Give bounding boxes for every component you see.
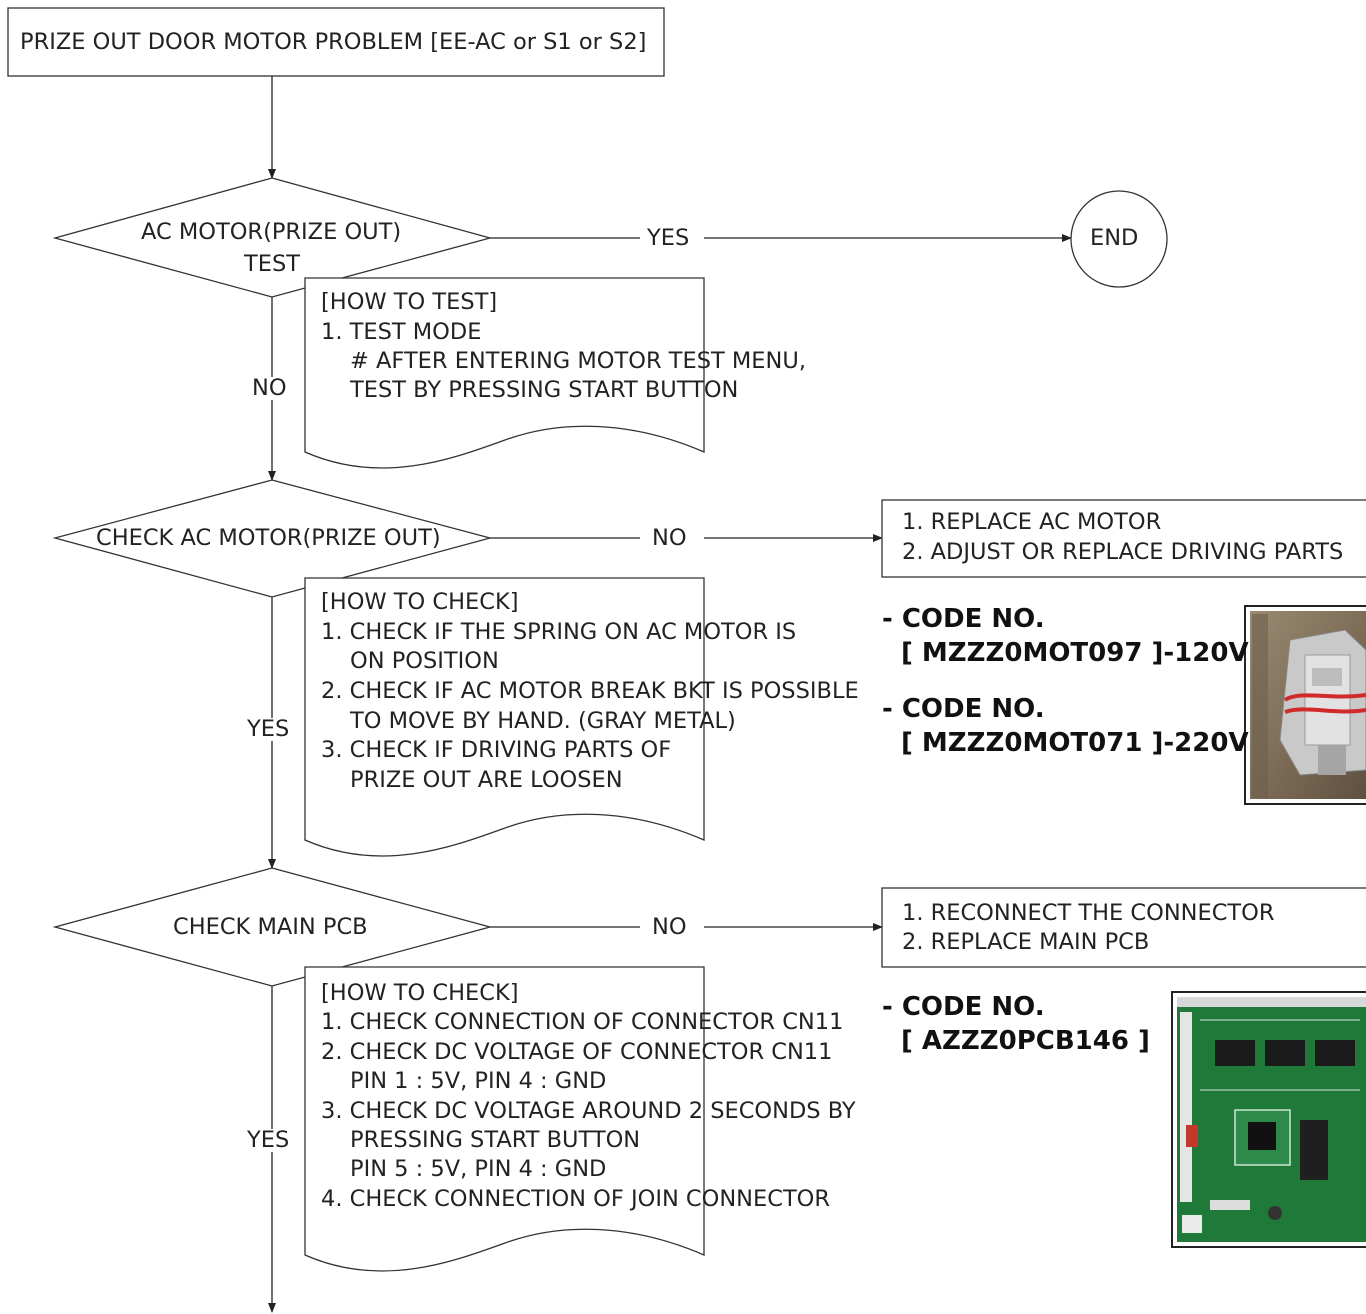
note-how-to-check-motor (304, 577, 705, 857)
note3-line: 3. CHECK DC VOLTAGE AROUND 2 SECONDS BY (321, 1098, 856, 1124)
action1-line: 1. REPLACE AC MOTOR (902, 509, 1162, 535)
decision1-label-line1: AC MOTOR(PRIZE OUT) (141, 219, 402, 245)
ac-motor-photo (1244, 605, 1366, 805)
note-how-to-check-pcb (304, 966, 705, 1272)
pcb-code-value: [ AZZZ0PCB146 ] (901, 1026, 1150, 1056)
pcb-code-head: - CODE NO. (882, 992, 1045, 1022)
note1-line: TEST BY PRESSING START BUTTON (350, 377, 739, 403)
motor-code-value: [ MZZZ0MOT071 ]-220V (901, 728, 1249, 758)
decision-ac-motor-test (52, 177, 493, 298)
note2-line: 1. CHECK IF THE SPRING ON AC MOTOR IS (321, 619, 797, 645)
end-terminator (1070, 190, 1168, 288)
note3-line: 4. CHECK CONNECTION OF JOIN CONNECTOR (321, 1186, 831, 1212)
note2-line: 2. CHECK IF AC MOTOR BREAK BKT IS POSSIB… (321, 678, 859, 704)
decision1-label-line2: TEST (244, 251, 300, 277)
decision3-no-label: NO (652, 914, 687, 940)
note2-line: ON POSITION (350, 648, 499, 674)
motor-code-value: [ MZZZ0MOT097 ]-120V (901, 638, 1249, 668)
decision2-label: CHECK AC MOTOR(PRIZE OUT) (96, 525, 441, 551)
decision2-yes-label: YES (247, 716, 290, 742)
note3-line: 2. CHECK DC VOLTAGE OF CONNECTOR CN11 (321, 1039, 833, 1065)
note2-line: PRIZE OUT ARE LOOSEN (350, 767, 623, 793)
action-box-motor (881, 499, 1366, 578)
decision1-no-label: NO (252, 375, 287, 401)
note1-line: [HOW TO TEST] (321, 289, 498, 315)
action-box-pcb (881, 887, 1366, 968)
action2-line: 2. REPLACE MAIN PCB (902, 929, 1150, 955)
action2-line: 1. RECONNECT THE CONNECTOR (902, 900, 1275, 926)
note1-line: # AFTER ENTERING MOTOR TEST MENU, (350, 348, 806, 374)
note3-line: PIN 1 : 5V, PIN 4 : GND (350, 1068, 607, 1094)
note3-line: PIN 5 : 5V, PIN 4 : GND (350, 1156, 607, 1182)
action1-line: 2. ADJUST OR REPLACE DRIVING PARTS (902, 539, 1344, 565)
decision-check-main-pcb (52, 867, 493, 987)
start-box (7, 7, 665, 77)
decision-check-ac-motor (52, 479, 493, 598)
decision3-label: CHECK MAIN PCB (173, 914, 368, 940)
note3-line: 1. CHECK CONNECTION OF CONNECTOR CN11 (321, 1009, 844, 1035)
note2-line: [HOW TO CHECK] (321, 589, 519, 615)
note-how-to-test (304, 277, 705, 469)
decision2-no-label: NO (652, 525, 687, 551)
note1-line: 1. TEST MODE (321, 319, 482, 345)
note3-line: PRESSING START BUTTON (350, 1127, 641, 1153)
note2-line: 3. CHECK IF DRIVING PARTS OF (321, 737, 672, 763)
decision3-yes-label: YES (247, 1127, 290, 1153)
motor-code-head: - CODE NO. (882, 694, 1045, 724)
note3-line: [HOW TO CHECK] (321, 980, 519, 1006)
note2-line: TO MOVE BY HAND. (GRAY METAL) (350, 708, 736, 734)
main-pcb-photo (1171, 991, 1366, 1248)
decision1-yes-label: YES (647, 225, 690, 251)
motor-code-head: - CODE NO. (882, 604, 1045, 634)
start-box-label: PRIZE OUT DOOR MOTOR PROBLEM [EE-AC or S… (20, 29, 647, 55)
end-label: END (1090, 225, 1139, 251)
